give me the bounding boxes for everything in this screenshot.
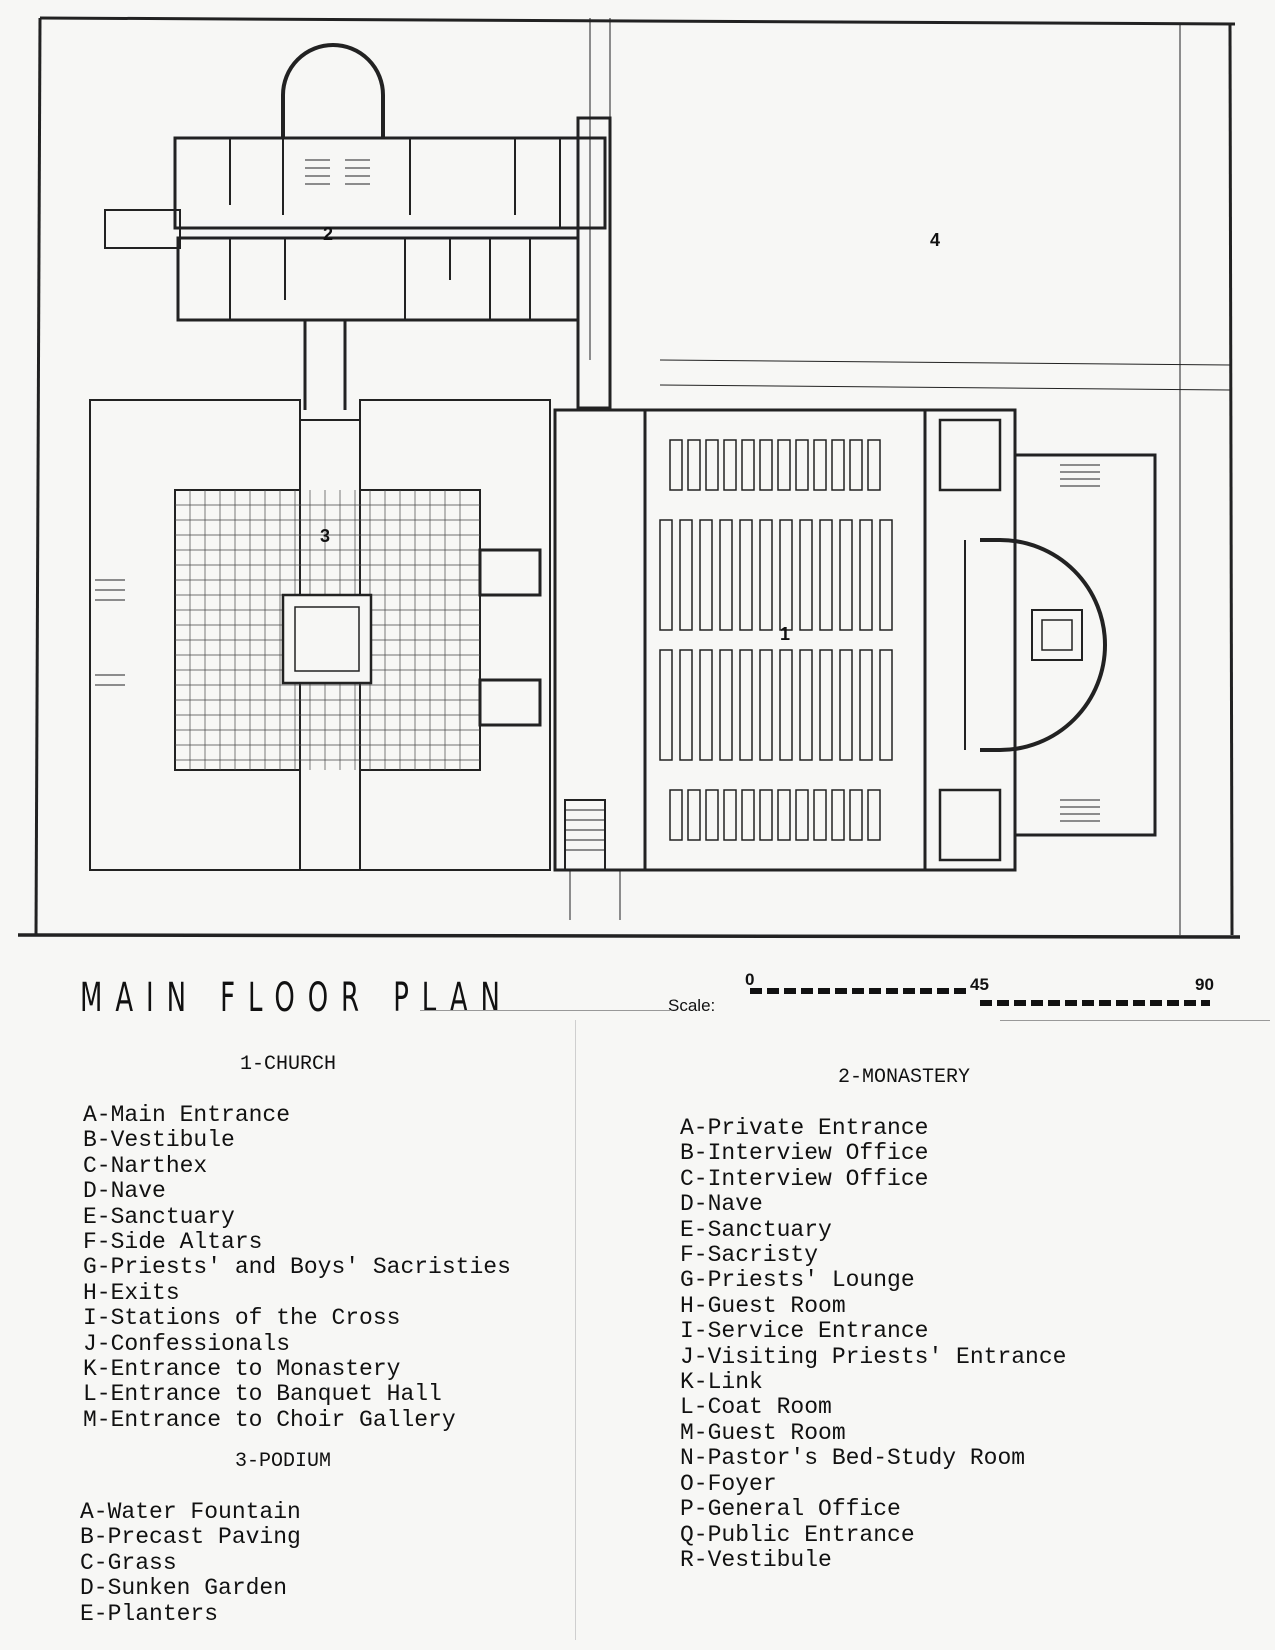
list-item: D-Sunken Garden [80, 1575, 288, 1602]
list-item: B-Interview Office [680, 1140, 929, 1167]
scale-tick-45: 45 [970, 975, 989, 994]
list-item: D-Nave [83, 1178, 166, 1205]
scale-label: Scale: [668, 996, 716, 1015]
list-item: H-Guest Room [680, 1292, 846, 1319]
list-item: L-Coat Room [680, 1394, 832, 1421]
list-item: I-Stations of the Cross [83, 1305, 401, 1332]
list-item: A-Private Entrance [680, 1115, 929, 1141]
church-legend: A-Main Entrance B-Vestibule C-Narthex D-… [83, 1102, 511, 1433]
list-item: J-Visiting Priests' Entrance [680, 1343, 1067, 1370]
plan-label-3: 3 [320, 526, 330, 546]
list-item: N-Pastor's Bed-Study Room [680, 1445, 1026, 1472]
list-item: L-Entrance to Banquet Hall [83, 1381, 442, 1408]
list-item: P-General Office [680, 1496, 901, 1523]
list-item: E-Sanctuary [680, 1216, 832, 1243]
list-item: G-Priests' and Boys' Sacristies [83, 1254, 511, 1281]
list-item: K-Link [680, 1369, 763, 1396]
plan-label-1: 1 [780, 624, 790, 644]
list-item: E-Planters [80, 1600, 219, 1627]
list-item: M-Guest Room [680, 1419, 846, 1446]
list-item: B-Vestibule [83, 1127, 235, 1154]
podium-legend: A-Water Fountain B-Precast Paving C-Gras… [80, 1499, 301, 1627]
list-item: G-Priests' Lounge [680, 1267, 915, 1294]
list-item: C-Grass [80, 1549, 177, 1576]
list-item: D-Nave [680, 1191, 763, 1218]
plan-label-2: 2 [323, 224, 333, 244]
list-item: Q-Public Entrance [680, 1521, 915, 1548]
podium-heading: 3-PODIUM [235, 1450, 332, 1473]
monastery-legend: A-Private Entrance B-Interview Office C-… [680, 1115, 1067, 1573]
list-item: B-Precast Paving [80, 1524, 301, 1551]
list-item: E-Sanctuary [83, 1203, 235, 1230]
list-item: C-Interview Office [680, 1165, 929, 1192]
church-heading: 1-CHURCH [240, 1053, 337, 1076]
list-item: O-Foyer [680, 1470, 777, 1497]
list-item: A-Water Fountain [80, 1499, 301, 1525]
list-item: R-Vestibule [680, 1546, 832, 1573]
list-item: A-Main Entrance [83, 1102, 291, 1128]
scale-bar [750, 988, 1210, 1006]
list-item: K-Entrance to Monastery [83, 1356, 401, 1383]
list-item: C-Narthex [83, 1152, 208, 1179]
column-divider [575, 1020, 576, 1640]
list-item: F-Side Altars [83, 1229, 263, 1256]
scale-tick-0: 0 [745, 970, 755, 989]
list-item: H-Exits [83, 1279, 180, 1306]
list-item: F-Sacristy [680, 1242, 819, 1269]
list-item: M-Entrance to Choir Gallery [83, 1406, 456, 1433]
monastery-heading: 2-MONASTERY [838, 1066, 971, 1089]
floor-plan-drawing: 1 2 3 4 [17, 16, 1241, 939]
list-item: J-Confessionals [83, 1330, 291, 1357]
plan-label-4: 4 [930, 230, 940, 250]
plan-title: MAIN FLOOR PLAN [80, 975, 513, 1021]
scale-tick-90: 90 [1195, 975, 1214, 994]
list-item: I-Service Entrance [680, 1318, 929, 1345]
